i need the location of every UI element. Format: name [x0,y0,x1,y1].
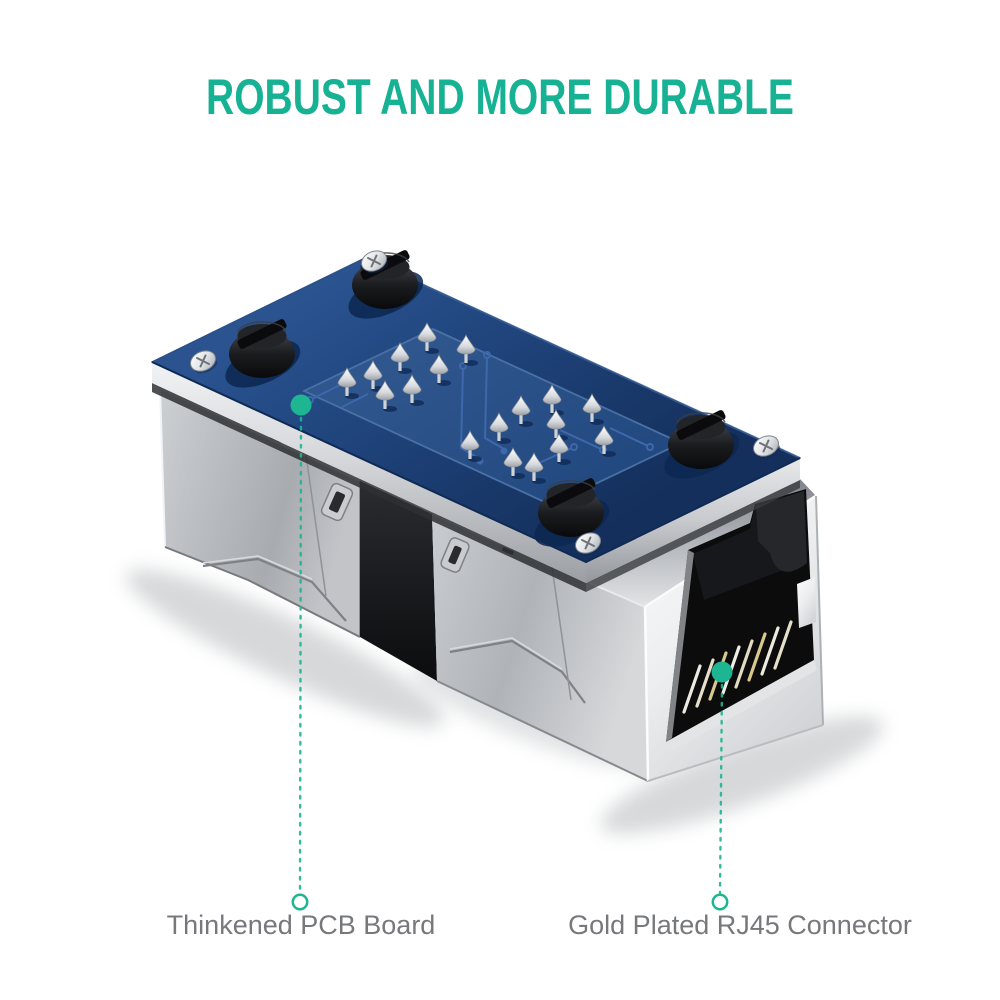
right-housing-side-face [432,514,648,781]
housing-gap [360,481,437,681]
pcb-callout-label: Thinkened PCB Board [166,910,436,940]
pcb-board [150,246,802,564]
pcb-underside-shadow [152,383,800,592]
rj45-callout-ring [711,893,729,911]
housing-latch-window [440,537,470,573]
rj45-callout-label: Gold Plated RJ45 Connector [568,910,912,940]
page-title: ROBUST AND MORE DURABLE [206,69,794,125]
rj45-port-opening [666,489,817,752]
housing-latch-window [320,482,354,522]
pcb-callout-line [298,416,303,895]
pcb-edge-band [152,362,800,583]
rj45-latch-tab [756,491,807,572]
pcb-callout-dot [290,394,312,416]
rj45-callout [711,661,733,911]
rj45-callout-dot [711,661,733,683]
right-housing [431,479,824,782]
pcb-callout [290,394,312,911]
rj45-callout-line [718,683,724,895]
left-housing [159,386,361,638]
pcb-callout-ring [291,893,309,911]
